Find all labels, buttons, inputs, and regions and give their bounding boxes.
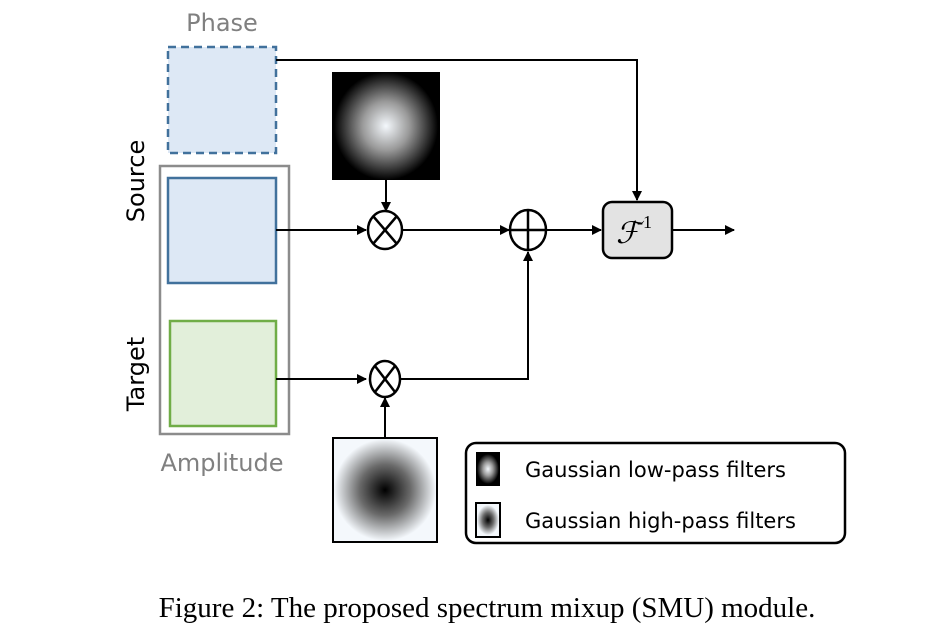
amplitude-label: Amplitude xyxy=(161,449,284,477)
inverse-fourier-exponent: -1 xyxy=(637,212,652,232)
figure-caption: Figure 2: The proposed spectrum mixup (S… xyxy=(159,592,816,624)
multiply-icon xyxy=(366,209,404,251)
source-amplitude-box xyxy=(166,176,278,285)
low-pass-filter-image xyxy=(334,72,438,180)
phase-to-ifft-arrow xyxy=(276,59,642,201)
phase-box xyxy=(166,45,278,155)
multiply-to-add-up-arrow xyxy=(400,251,533,380)
target-amplitude-box xyxy=(168,319,278,428)
legend-label-low-pass: Gaussian low-pass filters xyxy=(525,458,786,482)
amplitude-group-box xyxy=(158,164,291,436)
high-pass-filter-image xyxy=(334,439,436,541)
gaussian-high-pass-icon-core xyxy=(477,505,499,535)
legend: Gaussian low-pass filters Gaussian high-… xyxy=(464,441,847,545)
gaussian-low-pass-icon-glow xyxy=(477,454,499,484)
target-label: Target xyxy=(122,337,150,412)
add-icon xyxy=(508,208,548,252)
phase-label: Phase xyxy=(186,9,258,37)
legend-label-high-pass: Gaussian high-pass filters xyxy=(525,509,796,533)
multiply-icon xyxy=(368,359,402,399)
source-label: Source xyxy=(122,140,150,222)
